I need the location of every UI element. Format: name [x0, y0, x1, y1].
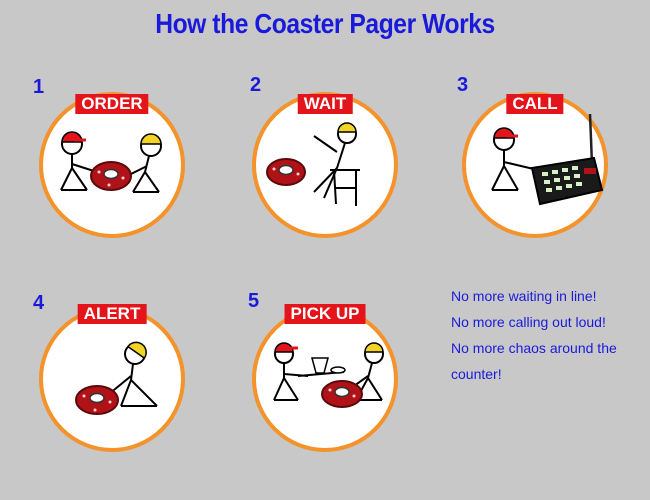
step-3-number: 3 — [457, 74, 469, 96]
step-5-circle — [252, 306, 398, 452]
staff-figure — [491, 127, 539, 191]
step-1-number: 1 — [33, 76, 45, 98]
step-1-illustration — [60, 131, 162, 193]
step-1-label: ORDER — [75, 94, 149, 114]
transmitter-keypad — [530, 113, 604, 206]
coaster-pager — [90, 161, 132, 191]
step-5-illustration — [273, 342, 384, 408]
step-2-illustration — [266, 122, 360, 206]
coaster-pager — [321, 380, 363, 408]
coaster-pager — [75, 385, 119, 415]
tray-icon — [297, 357, 346, 377]
waiting-figure — [313, 122, 357, 199]
benefit-item: No more chaos around the counter! — [451, 340, 617, 382]
customer-figure — [60, 131, 98, 191]
coaster-pager — [266, 158, 306, 186]
page-title: How the Coaster Pager Works — [155, 8, 495, 39]
step-4-number: 4 — [33, 292, 45, 314]
step-2-label: WAIT — [297, 94, 353, 114]
customer-figure — [353, 342, 384, 401]
customer-figure — [108, 341, 158, 407]
step-4-illustration — [75, 341, 158, 415]
step-4-circle — [39, 306, 185, 452]
step-4-label: ALERT — [77, 304, 147, 324]
step-2-number: 2 — [250, 74, 262, 96]
stool-icon — [330, 169, 360, 206]
step-3-label: CALL — [506, 94, 564, 114]
step-5-label: PICK UP — [284, 304, 366, 324]
benefits-list: No more waiting in line! No more calling… — [451, 283, 646, 387]
staff-figure — [126, 133, 162, 193]
step-3-illustration — [491, 113, 604, 206]
step-5-number: 5 — [248, 290, 260, 312]
staff-figure — [273, 342, 309, 401]
benefit-item: No more calling out loud! — [451, 314, 606, 330]
benefit-item: No more waiting in line! — [451, 288, 597, 304]
